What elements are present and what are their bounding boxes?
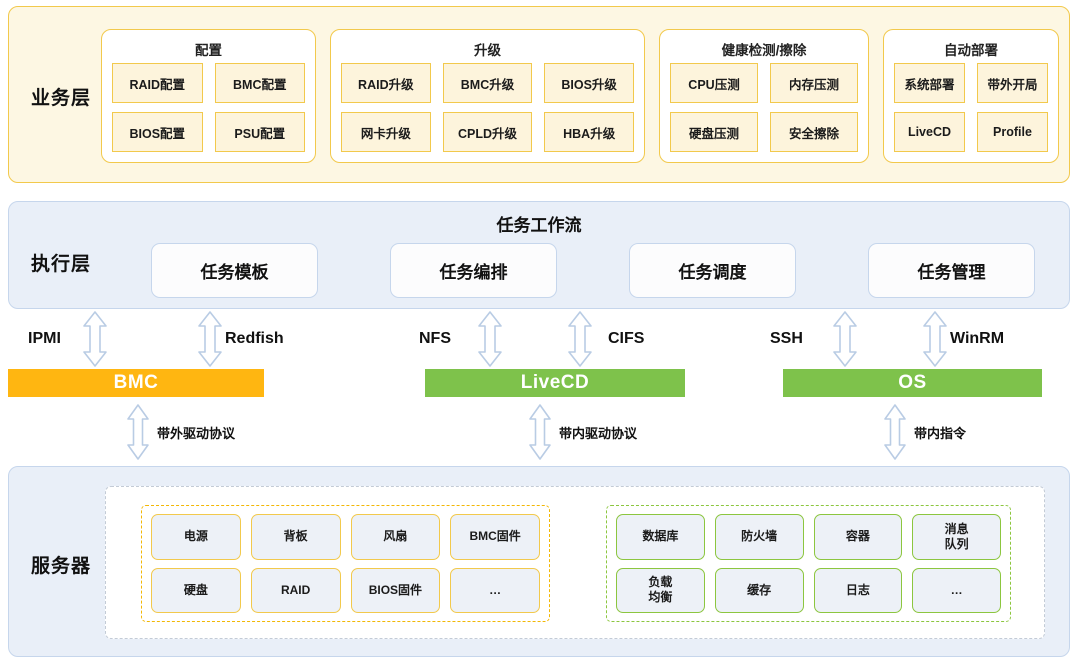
biz-item[interactable]: 网卡升级 — [341, 112, 431, 152]
protocol-label-winrm: WinRM — [950, 330, 1005, 347]
protocol-label-inb-driver: 带内驱动协议 — [559, 426, 638, 441]
biz-item[interactable]: BMC升级 — [442, 63, 533, 103]
server-layer-label: 服务器 — [31, 556, 92, 577]
double-arrow-icon — [567, 311, 593, 367]
task-workflow-title: 任务工作流 — [496, 216, 582, 235]
node-bar-livecd[interactable]: LiveCD — [425, 369, 685, 397]
group-items: RAID升级 BMC升级 BIOS升级 网卡升级 CPLD升级 HBA升级 — [341, 63, 634, 152]
hardware-item[interactable]: BMC固件 — [450, 514, 540, 560]
biz-item[interactable]: CPLD升级 — [442, 112, 533, 152]
software-item[interactable]: 消息队列 — [912, 514, 1001, 560]
protocol-label-inb-command: 带内指令 — [914, 426, 967, 441]
biz-item[interactable]: RAID配置 — [112, 63, 203, 103]
group-title: 健康检测/擦除 — [721, 43, 807, 58]
hardware-item-more[interactable]: … — [450, 567, 540, 613]
software-item[interactable]: 防火墙 — [714, 514, 804, 560]
hardware-item[interactable]: 背板 — [250, 514, 341, 560]
software-item[interactable]: 负载均衡 — [616, 567, 705, 613]
group-title: 配置 — [195, 43, 222, 58]
business-group-deploy: 自动部署 系统部署 带外开局 LiveCD Profile — [883, 29, 1059, 163]
node-bar-bmc[interactable]: BMC — [8, 369, 264, 397]
protocol-label-nfs: NFS — [419, 330, 451, 347]
biz-item[interactable]: 内存压测 — [770, 63, 858, 103]
group-items: RAID配置 BMC配置 BIOS配置 PSU配置 — [112, 63, 305, 152]
biz-item[interactable]: BIOS升级 — [544, 63, 634, 103]
double-arrow-icon — [528, 404, 552, 460]
hardware-item[interactable]: 硬盘 — [151, 567, 241, 613]
hardware-item[interactable]: 电源 — [151, 514, 241, 560]
double-arrow-icon — [197, 311, 223, 367]
software-item[interactable]: 数据库 — [616, 514, 705, 560]
biz-item[interactable]: HBA升级 — [544, 112, 634, 152]
biz-item[interactable]: 系统部署 — [894, 63, 965, 103]
biz-item[interactable]: LiveCD — [894, 112, 965, 152]
protocol-label-redfish: Redfish — [225, 330, 284, 347]
biz-item[interactable]: 安全擦除 — [770, 112, 858, 152]
business-layer-label: 业务层 — [31, 88, 92, 109]
protocol-label-cifs: CIFS — [608, 330, 645, 347]
protocol-label-ipmi: IPMI — [28, 330, 61, 347]
business-group-health: 健康检测/擦除 CPU压测 内存压测 硬盘压测 安全擦除 — [659, 29, 869, 163]
biz-item[interactable]: 带外开局 — [977, 63, 1048, 103]
hardware-item[interactable]: RAID — [250, 567, 341, 613]
hardware-item[interactable]: BIOS固件 — [350, 567, 441, 613]
double-arrow-icon — [477, 311, 503, 367]
software-component-group: 数据库 防火墙 容器 消息队列 负载均衡 缓存 日志 … — [606, 505, 1011, 622]
group-title: 升级 — [474, 43, 501, 58]
software-item[interactable]: 容器 — [813, 514, 903, 560]
business-group-config: 配置 RAID配置 BMC配置 BIOS配置 PSU配置 — [101, 29, 316, 163]
server-layer-panel: 服务器 电源 背板 风扇 BMC固件 硬盘 RAID BIOS固件 … 数据库 … — [8, 466, 1070, 657]
group-items: 系统部署 带外开局 LiveCD Profile — [894, 63, 1048, 152]
protocol-label-ssh: SSH — [770, 330, 803, 347]
hardware-component-group: 电源 背板 风扇 BMC固件 硬盘 RAID BIOS固件 … — [141, 505, 550, 622]
software-item[interactable]: 日志 — [813, 567, 903, 613]
biz-item[interactable]: 硬盘压测 — [670, 112, 758, 152]
double-arrow-icon — [82, 311, 108, 367]
server-components-container: 电源 背板 风扇 BMC固件 硬盘 RAID BIOS固件 … 数据库 防火墙 … — [105, 486, 1045, 639]
execution-layer-panel: 执行层 任务工作流 任务模板 任务编排 任务调度 任务管理 — [8, 201, 1070, 309]
biz-item[interactable]: PSU配置 — [214, 112, 305, 152]
biz-item[interactable]: BIOS配置 — [112, 112, 203, 152]
node-bar-os[interactable]: OS — [783, 369, 1042, 397]
biz-item[interactable]: CPU压测 — [670, 63, 758, 103]
execution-card-task-template[interactable]: 任务模板 — [151, 243, 318, 298]
business-group-upgrade: 升级 RAID升级 BMC升级 BIOS升级 网卡升级 CPLD升级 HBA升级 — [330, 29, 645, 163]
double-arrow-icon — [883, 404, 907, 460]
group-title: 自动部署 — [944, 43, 998, 58]
software-item[interactable]: 缓存 — [714, 567, 804, 613]
business-layer-panel: 业务层 配置 RAID配置 BMC配置 BIOS配置 PSU配置 升级 RAID… — [8, 6, 1070, 183]
hardware-item[interactable]: 风扇 — [350, 514, 441, 560]
protocol-label-oob-driver: 带外驱动协议 — [157, 426, 236, 441]
execution-card-task-scheduling[interactable]: 任务调度 — [629, 243, 796, 298]
biz-item[interactable]: BMC配置 — [214, 63, 305, 103]
execution-card-task-management[interactable]: 任务管理 — [868, 243, 1035, 298]
group-items: CPU压测 内存压测 硬盘压测 安全擦除 — [670, 63, 858, 152]
double-arrow-icon — [922, 311, 948, 367]
double-arrow-icon — [126, 404, 150, 460]
execution-layer-label: 执行层 — [31, 254, 92, 275]
biz-item[interactable]: Profile — [977, 112, 1048, 152]
double-arrow-icon — [832, 311, 858, 367]
software-item-more[interactable]: … — [912, 567, 1001, 613]
biz-item[interactable]: RAID升级 — [341, 63, 431, 103]
execution-card-task-orchestration[interactable]: 任务编排 — [390, 243, 557, 298]
